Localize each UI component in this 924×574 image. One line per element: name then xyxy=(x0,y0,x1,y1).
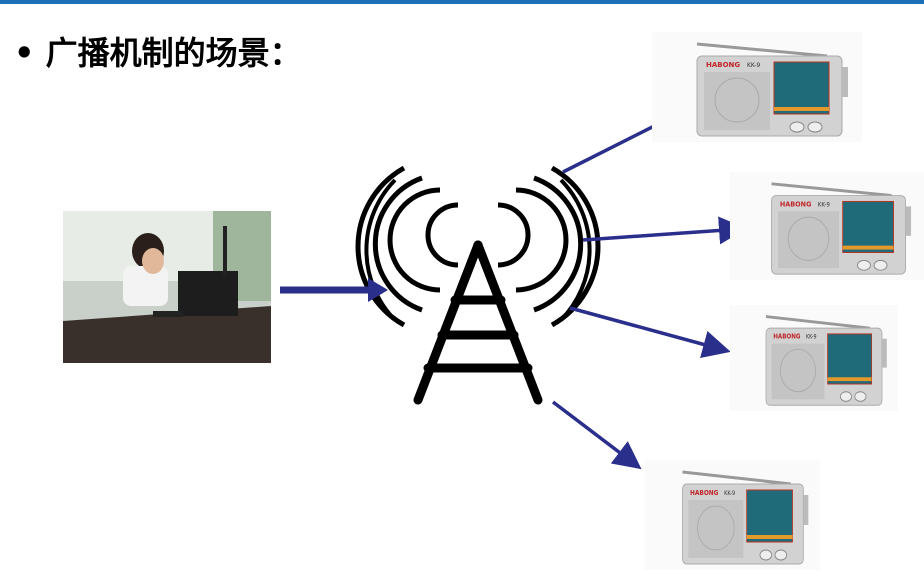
radio-icon: HABONG KK-9 xyxy=(652,32,862,142)
radio-brand: HABONG xyxy=(780,200,811,208)
radio-model: KK-9 xyxy=(818,202,831,208)
top-accent-bar xyxy=(0,0,924,4)
broadcast-arrow-4 xyxy=(551,400,642,470)
broadcast-arrow-2 xyxy=(582,216,747,245)
radio-icon: HABONG KK-9 xyxy=(730,172,924,280)
radio-icon: HABONG KK-9 xyxy=(645,460,820,570)
radio-brand: HABONG xyxy=(690,488,718,497)
broadcast-arrow-3 xyxy=(569,306,731,358)
radio-receiver-2: HABONG KK-9 xyxy=(730,172,924,280)
bullet: • xyxy=(14,34,35,72)
radio-icon: HABONG KK-9 xyxy=(730,305,898,411)
radio-model: KK-9 xyxy=(806,334,817,341)
radio-receiver-3: HABONG KK-9 xyxy=(730,305,898,411)
radio-brand: HABONG xyxy=(773,333,800,341)
radio-model: KK-9 xyxy=(747,62,760,69)
radio-brand: HABONG xyxy=(706,61,740,69)
radio-model: KK-9 xyxy=(724,491,735,498)
radio-receiver-1: HABONG KK-9 xyxy=(652,32,862,142)
slide-title: • 广播机制的场景： xyxy=(14,28,302,74)
title-text: 广播机制的场景： xyxy=(45,34,302,72)
tower-icon xyxy=(355,165,601,405)
radio-receiver-4: HABONG KK-9 xyxy=(645,460,820,570)
broadcaster-photo xyxy=(63,211,271,363)
